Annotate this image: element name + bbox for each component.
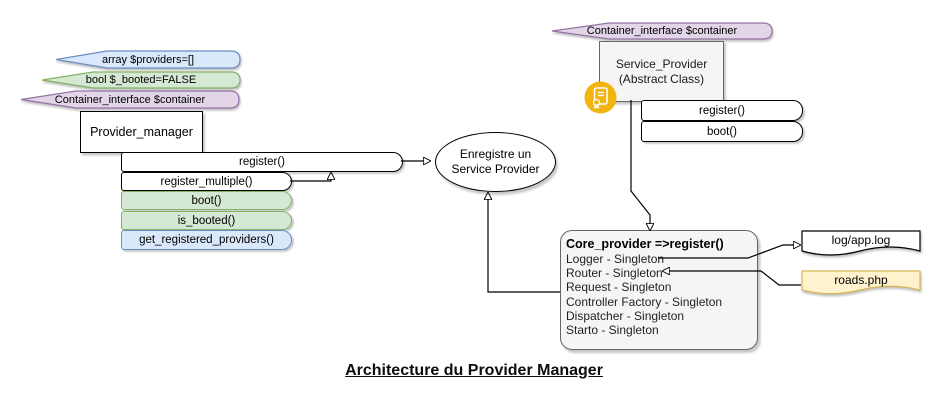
pennant-shape	[20, 90, 240, 109]
method-register-multiple: register_multiple()	[121, 172, 292, 191]
attr-label: array $providers=[]	[101, 53, 194, 66]
core-provider-entry: Dispatcher - Singleton	[566, 308, 685, 323]
method-boot: boot()	[121, 191, 292, 210]
provider-manager-class: Provider_manager	[80, 111, 203, 153]
attr-banner-container: Container_interface $container	[20, 90, 240, 109]
core-provider-entry: Request - Singleton	[566, 280, 672, 295]
document-log-file: log/app.log	[801, 230, 921, 259]
attr-banner-booted: bool $_booted=FALSE	[41, 71, 241, 89]
pennant-shape	[551, 22, 773, 40]
usecase-ellipse: Enregistre un Service Provider	[435, 132, 556, 192]
method-label: register()	[698, 104, 745, 117]
class-stereotype-label: (Abstract Class)	[618, 71, 705, 86]
document-roads-file: roads.php	[801, 270, 921, 298]
method-label: get_registered_providers()	[139, 234, 274, 246]
class-name-label: Provider_manager	[90, 125, 193, 139]
method-label: boot()	[706, 125, 738, 138]
usecase-label-line2: Service Provider	[451, 162, 540, 176]
core-provider-heading: Core_provider =>register()	[566, 237, 724, 251]
attr-label: bool $_booted=FALSE	[85, 74, 197, 86]
file-label: roads.php	[834, 273, 888, 287]
method-label: register()	[238, 156, 285, 168]
core-provider-entry: Starto - Singleton	[566, 323, 659, 338]
document-shape	[801, 230, 921, 256]
method-is-booted: is_booted()	[121, 211, 292, 230]
diagram-title: Architecture du Provider Manager	[345, 362, 603, 379]
sp-method-register: register()	[641, 100, 803, 121]
arrow-register-multiple-to-register	[290, 179, 331, 182]
attr-label: Container_interface $container	[54, 93, 206, 106]
file-label: log/app.log	[831, 233, 891, 247]
certificate-icon	[584, 81, 617, 114]
method-label: boot()	[191, 194, 222, 207]
attr-banner-providers: array $providers=[]	[55, 50, 241, 69]
core-provider-box: Core_provider =>register() Logger - Sing…	[560, 230, 758, 350]
service-provider-class: Service_Provider (Abstract Class)	[599, 41, 724, 102]
core-provider-entry: Router - Singleton	[566, 266, 663, 281]
method-label: register_multiple()	[160, 175, 253, 188]
document-shape	[801, 270, 921, 295]
pennant-shape	[41, 71, 241, 89]
attr-label: Container_interface $container	[586, 25, 738, 37]
core-provider-entry: Logger - Singleton	[566, 252, 665, 266]
method-label: is_booted()	[177, 214, 236, 227]
method-get-registered-providers: get_registered_providers()	[121, 230, 292, 250]
sp-method-boot: boot()	[641, 121, 803, 142]
method-register: register()	[121, 152, 403, 172]
attr-banner-sp-container: Container_interface $container	[551, 22, 773, 40]
class-name-label: Service_Provider	[615, 56, 708, 71]
arrow-coreprovider-to-usecase	[488, 199, 560, 293]
pennant-shape	[55, 50, 241, 69]
core-provider-entry: Controller Factory - Singleton	[566, 294, 723, 309]
usecase-label-line1: Enregistre un	[459, 147, 532, 161]
